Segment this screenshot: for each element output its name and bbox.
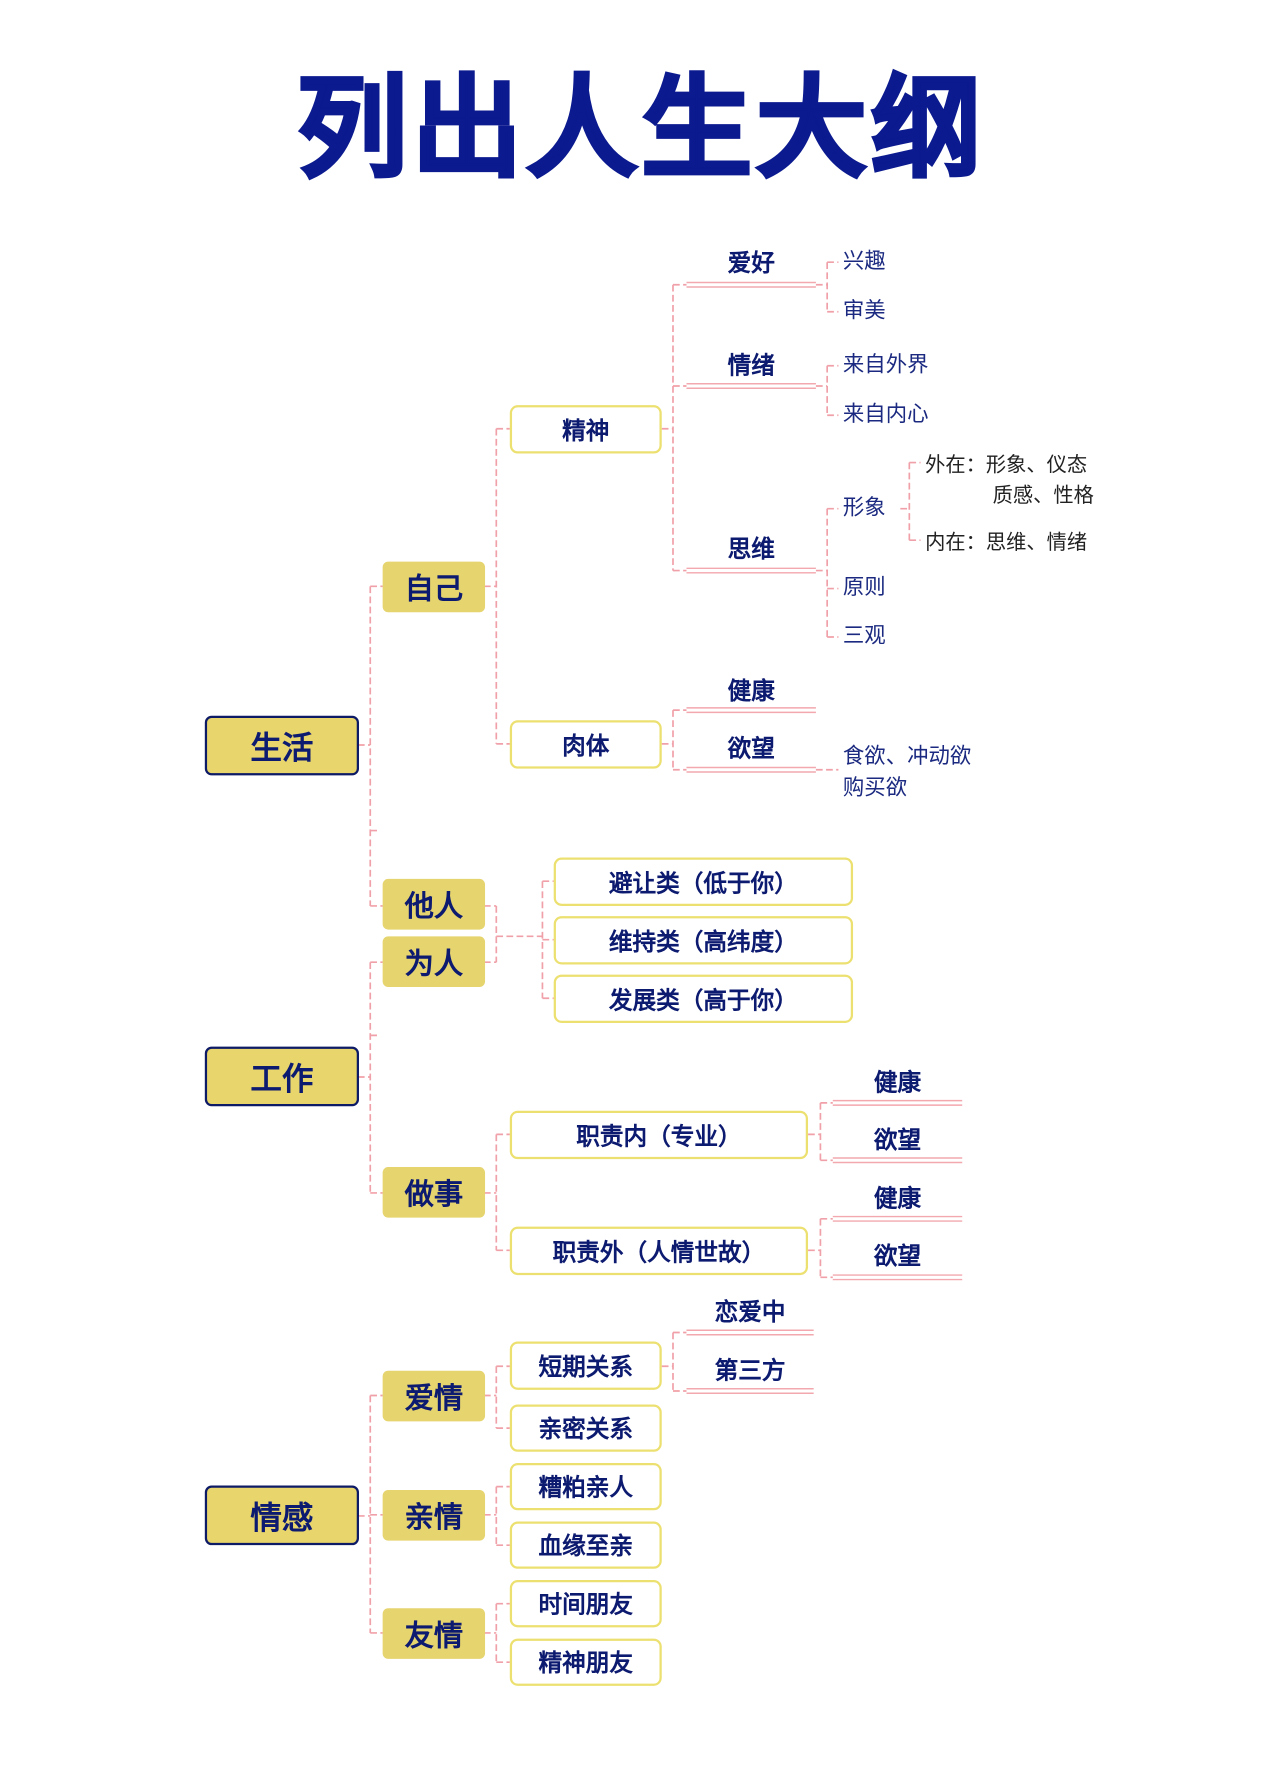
item-worldview: 三观 xyxy=(842,623,886,649)
node-family: 亲情 xyxy=(382,1490,486,1541)
node-love-item: 短期关系 xyxy=(509,1341,662,1390)
node-life: 生活 xyxy=(204,715,360,776)
item-external: 来自外界 xyxy=(842,352,929,378)
label-health: 健康 xyxy=(873,1185,922,1213)
node-friend-item: 精神朋友 xyxy=(509,1638,662,1686)
label-desire: 欲望 xyxy=(727,734,775,762)
node-friend-item: 时间朋友 xyxy=(509,1580,662,1628)
label-third-party: 第三方 xyxy=(714,1357,786,1385)
node-family-item: 血缘至亲 xyxy=(509,1521,662,1569)
item-outer-cont: 质感、性格 xyxy=(992,483,1094,508)
item-outer: 外在：形象、仪态 xyxy=(925,453,1088,478)
node-conduct: 为人 xyxy=(382,936,486,987)
node-spirit: 精神 xyxy=(509,405,662,454)
label-health: 健康 xyxy=(727,677,775,705)
node-out-duty: 职责外（人情世故） xyxy=(509,1226,809,1276)
node-conduct-item: 发展类（高于你） xyxy=(553,974,854,1023)
label-mood: 情绪 xyxy=(727,352,775,380)
label-desire: 欲望 xyxy=(873,1242,922,1270)
item-shopping: 购买欲 xyxy=(842,775,908,801)
item-inner: 内在：思维、情绪 xyxy=(925,531,1088,555)
node-love-item: 亲密关系 xyxy=(509,1404,662,1452)
item-principle: 原则 xyxy=(842,575,886,600)
item-image: 形象 xyxy=(842,495,886,520)
node-conduct-item: 维持类（高纬度） xyxy=(553,916,854,965)
node-conduct-item: 避让类（低于你） xyxy=(553,857,854,906)
page-title: 列出人生大纲 xyxy=(295,65,986,194)
label-thinking: 思维 xyxy=(727,535,775,563)
item-aesthetic: 审美 xyxy=(842,298,886,323)
node-in-duty: 职责内（专业） xyxy=(509,1110,809,1160)
node-work: 工作 xyxy=(204,1046,360,1107)
node-self: 自己 xyxy=(382,561,486,613)
node-body: 肉体 xyxy=(509,720,662,769)
node-family-item: 糟粕亲人 xyxy=(509,1463,662,1511)
item-interest: 兴趣 xyxy=(842,248,886,274)
label-in-love: 恋爱中 xyxy=(714,1298,786,1326)
node-others: 他人 xyxy=(382,878,486,930)
label-hobby: 爱好 xyxy=(727,249,775,277)
node-love: 爱情 xyxy=(382,1370,486,1422)
node-doing: 做事 xyxy=(382,1167,486,1218)
label-desire: 欲望 xyxy=(873,1126,922,1154)
item-appetite: 食欲、冲动欲 xyxy=(842,743,972,769)
label-health: 健康 xyxy=(873,1069,922,1097)
item-internal: 来自内心 xyxy=(842,401,929,427)
node-emotion: 情感 xyxy=(204,1485,360,1546)
node-friend: 友情 xyxy=(382,1608,486,1659)
